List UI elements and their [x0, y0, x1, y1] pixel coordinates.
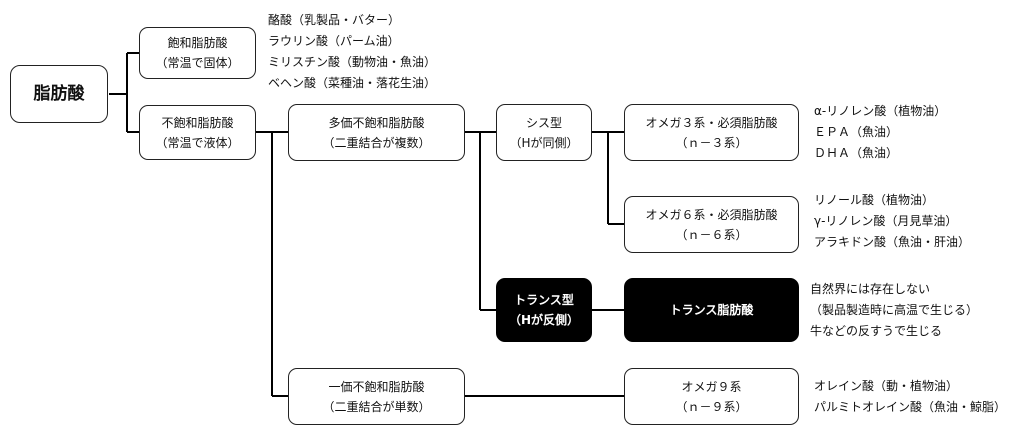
note-item: ミリスチン酸（動物油・魚油） [268, 55, 437, 69]
node-cis-line2: （Hが同側） [509, 135, 579, 150]
notes-trans-fat-origin: 自然界には存在しない （製品製造時に高温で生じる） 牛などの反すうで生じる [810, 279, 978, 342]
node-trans-fat: トランス脂肪酸 [624, 278, 799, 342]
notes-omega9-examples: オレイン酸（動・植物油） パルミトオレイン酸（魚油・鯨脂） [814, 376, 1006, 418]
node-monounsaturated-line1: 一価不飽和脂肪酸 [328, 379, 425, 394]
note-item: 自然界には存在しない [810, 282, 931, 296]
node-trans-line2: （Hが反側） [508, 313, 580, 327]
node-fatty-acid-label: 脂肪酸 [33, 84, 85, 104]
node-omega6-line2: （ｎ－６系） [675, 227, 748, 242]
node-omega9-line1: オメガ９系 [681, 379, 742, 394]
note-item: パルミトオレイン酸（魚油・鯨脂） [814, 400, 1007, 414]
node-omega3: オメガ３系・必須脂肪酸 （ｎ－３系） [624, 104, 799, 161]
node-unsaturated-fatty-acid: 不飽和脂肪酸 （常温で液体） [139, 105, 256, 160]
note-item: ＥＰＡ（魚油） [814, 125, 899, 139]
node-trans-fat-label: トランス脂肪酸 [669, 303, 754, 317]
node-omega6: オメガ６系・必須脂肪酸 （ｎ－６系） [624, 196, 799, 253]
node-unsaturated-line2: （常温で液体） [155, 135, 240, 150]
node-omega6-line1: オメガ６系・必須脂肪酸 [645, 207, 778, 222]
node-trans-type: トランス型 （Hが反側） [496, 278, 592, 342]
node-polyunsaturated-line2: （二重結合が複数） [322, 135, 431, 150]
note-item: α-リノレン酸（植物油） [814, 104, 947, 118]
node-omega3-line2: （ｎ－３系） [675, 135, 748, 150]
notes-omega6-examples: リノール酸（植物油） γ-リノレン酸（月見草油） アラキドン酸（魚油・肝油） [814, 190, 970, 253]
node-cis-line1: シス型 [525, 115, 562, 130]
node-trans-line1: トランス型 [514, 293, 574, 307]
node-saturated-line1: 飽和脂肪酸 [167, 36, 228, 50]
note-item: γ-リノレン酸（月見草油） [814, 214, 958, 228]
note-item: ラウリン酸（パーム油） [268, 34, 400, 48]
node-omega3-line1: オメガ３系・必須脂肪酸 [645, 115, 778, 130]
note-item: 牛などの反すうで生じる [810, 324, 943, 338]
node-polyunsaturated-line1: 多価不飽和脂肪酸 [328, 115, 425, 130]
node-saturated-fatty-acid: 飽和脂肪酸 （常温で固体） [139, 27, 256, 79]
node-fatty-acid: 脂肪酸 [10, 65, 108, 123]
notes-saturated-examples: 酪酸（乳製品・バター） ラウリン酸（パーム油） ミリスチン酸（動物油・魚油） ベ… [268, 10, 436, 94]
notes-omega3-examples: α-リノレン酸（植物油） ＥＰＡ（魚油） ＤＨＡ（魚油） [814, 101, 946, 164]
note-item: リノール酸（植物油） [814, 193, 935, 207]
node-monounsaturated-line2: （二重結合が単数） [322, 399, 431, 414]
note-item: （製品製造時に高温で生じる） [810, 303, 979, 317]
node-omega9: オメガ９系 （ｎ－９系） [624, 368, 799, 425]
note-item: ＤＨＡ（魚油） [814, 146, 899, 160]
note-item: オレイン酸（動・植物油） [814, 379, 959, 393]
node-monounsaturated: 一価不飽和脂肪酸 （二重結合が単数） [288, 368, 465, 425]
node-omega9-line2: （ｎ－９系） [675, 399, 748, 414]
note-item: ベヘン酸（菜種油・落花生油） [268, 76, 437, 90]
note-item: 酪酸（乳製品・バター） [268, 13, 401, 27]
node-unsaturated-line1: 不飽和脂肪酸 [161, 115, 234, 130]
node-saturated-line2: （常温で固体） [155, 56, 240, 70]
node-polyunsaturated: 多価不飽和脂肪酸 （二重結合が複数） [288, 104, 465, 161]
note-item: アラキドン酸（魚油・肝油） [814, 235, 971, 249]
node-cis-type: シス型 （Hが同側） [496, 104, 592, 161]
